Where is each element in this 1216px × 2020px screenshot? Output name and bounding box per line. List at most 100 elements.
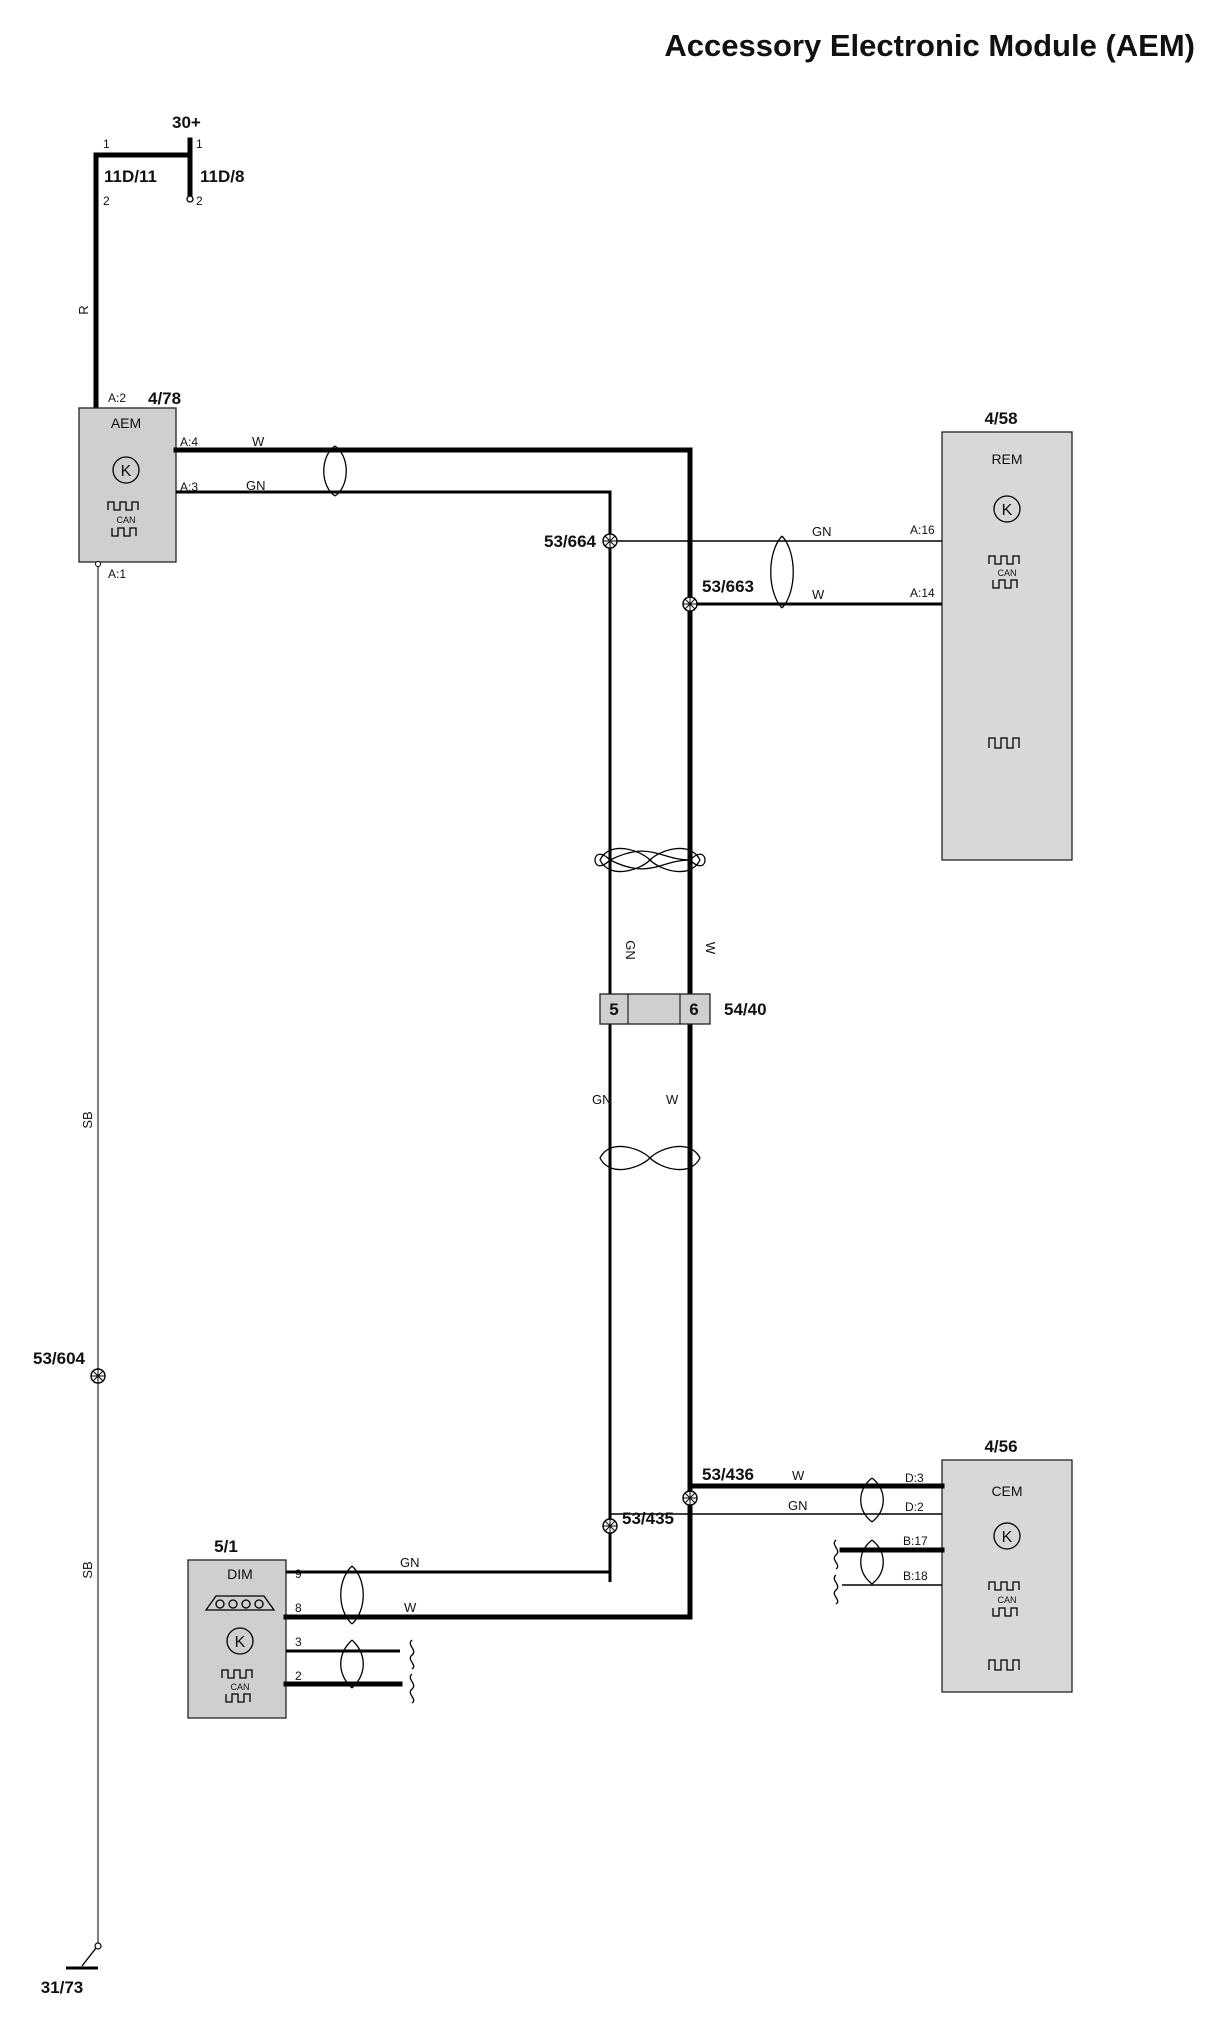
svg-text:K: K — [235, 1634, 246, 1651]
cem-can-icon: CAN — [988, 1581, 1020, 1617]
wire-sb-label-lower: SB — [80, 1561, 95, 1578]
connector-ref: 54/40 — [724, 1000, 767, 1019]
twist-cem — [860, 1477, 884, 1523]
dim-display-icon — [204, 1595, 276, 1611]
svg-text:K: K — [1002, 1529, 1013, 1546]
cem-pin-b17: B:17 — [903, 1534, 928, 1548]
cem-pin-d3: D:3 — [905, 1471, 924, 1485]
connector-pin-5: 5 — [609, 1000, 618, 1019]
dim-k-icon: K — [226, 1627, 254, 1655]
fuse-11d8-pin-bottom: 2 — [196, 194, 203, 208]
splice-53-436 — [682, 1490, 698, 1506]
wire-gn-label-rem: GN — [812, 524, 832, 539]
rem-can-icon: CAN — [988, 555, 1020, 589]
dim-can-icon: CAN — [221, 1669, 253, 1703]
wire-break-b17 — [833, 1539, 839, 1570]
splice-53-663 — [682, 596, 698, 612]
fuse-11d8-pin-top: 1 — [196, 137, 203, 151]
aem-ref: 4/78 — [148, 389, 181, 408]
wire-gn-label-aem: GN — [246, 478, 266, 493]
wire-gn-label-dim: GN — [400, 1555, 420, 1570]
wire-w-label-vert-lower: W — [666, 1092, 679, 1107]
dim-pin-9: 9 — [295, 1567, 302, 1581]
aem-a1-terminal — [95, 561, 101, 567]
splice-53-663-label: 53/663 — [702, 577, 754, 596]
twist-upper-pair — [594, 847, 706, 873]
wire-break-pin2 — [409, 1673, 415, 1704]
wire-r-label: R — [76, 305, 91, 314]
rem-pulse-icon — [988, 737, 1020, 749]
aem-pin-a2: A:2 — [108, 391, 126, 405]
splice-53-664 — [602, 533, 618, 549]
rem-pin-a14: A:14 — [910, 586, 935, 600]
wire-w-label-dim: W — [404, 1600, 417, 1615]
twist-rem — [770, 535, 794, 609]
rem-name: REM — [991, 451, 1022, 467]
wire-w-label-rem: W — [812, 587, 825, 602]
twist-dim-lower — [340, 1639, 364, 1689]
connector-pin-6: 6 — [689, 1000, 698, 1019]
cem-k-icon: K — [993, 1522, 1021, 1550]
cem-module — [941, 1459, 1073, 1693]
cem-pin-b18: B:18 — [903, 1569, 928, 1583]
aem-module — [78, 407, 177, 563]
wire-gn-label-vert-upper: GN — [623, 940, 638, 960]
splice-53-435 — [602, 1518, 618, 1534]
fuse-11d11-pin-bottom: 2 — [103, 194, 110, 208]
svg-text:CAN: CAN — [997, 1595, 1016, 1605]
diagram-title: Accessory Electronic Module (AEM) — [664, 28, 1195, 63]
svg-text:CAN: CAN — [116, 515, 135, 525]
splice-53-435-label: 53/435 — [622, 1509, 674, 1528]
wire-w-aem-trunk — [173, 447, 693, 1501]
wire-w-trunk-to-dim — [283, 1495, 693, 1620]
rem-module — [941, 431, 1073, 861]
svg-text:K: K — [121, 463, 132, 480]
svg-text:CAN: CAN — [997, 568, 1016, 578]
rem-ref: 4/58 — [984, 409, 1017, 428]
dim-name: DIM — [227, 1566, 253, 1582]
wire-w-label-aem: W — [252, 434, 265, 449]
wire-sb-label-upper: SB — [80, 1111, 95, 1128]
wire-w-label-cem: W — [792, 1468, 805, 1483]
wire-gn-label-vert-lower: GN — [592, 1092, 612, 1107]
splice-53-436-label: 53/436 — [702, 1465, 754, 1484]
fuse-11d8-label: 11D/8 — [200, 167, 244, 186]
aem-pin-a1: A:1 — [108, 567, 126, 581]
fuse-11d8-terminal — [186, 195, 194, 203]
ground-icon — [66, 1942, 102, 1970]
connector-54-40 — [599, 993, 711, 1025]
svg-text:K: K — [1002, 502, 1013, 519]
aem-k-icon: K — [112, 456, 140, 484]
twist-aem — [323, 445, 347, 497]
wire-gn-aem-trunk — [176, 490, 612, 1582]
dim-pin-8: 8 — [295, 1601, 302, 1615]
svg-text:CAN: CAN — [230, 1682, 249, 1692]
aem-can-icon: CAN — [107, 501, 139, 537]
rem-pin-a16: A:16 — [910, 523, 935, 537]
cem-pin-d2: D:2 — [905, 1500, 924, 1514]
ground-label: 31/73 — [41, 1978, 84, 1997]
fuse-11d11-label: 11D/11 — [104, 167, 157, 186]
dim-pin-3: 3 — [295, 1635, 302, 1649]
aem-name: AEM — [111, 415, 141, 431]
wire-w-label-vert-upper: W — [703, 942, 718, 955]
twist-cem-b — [860, 1539, 884, 1585]
cem-ref: 4/56 — [984, 1437, 1017, 1456]
wire-gn-label-cem: GN — [788, 1498, 808, 1513]
twist-dim-can — [340, 1565, 364, 1625]
dim-ref: 5/1 — [214, 1537, 238, 1556]
supply-label: 30+ — [172, 113, 201, 132]
aem-pin-a4: A:4 — [180, 435, 198, 449]
cem-name: CEM — [991, 1483, 1022, 1499]
dim-pin-2: 2 — [295, 1669, 302, 1683]
wire-break-b18 — [833, 1574, 839, 1605]
splice-53-604 — [90, 1368, 106, 1384]
splice-53-604-label: 53/604 — [33, 1349, 86, 1368]
wire-break-pin3 — [409, 1639, 415, 1670]
fuse-11d11-pin-top: 1 — [103, 137, 110, 151]
twist-lower-pair — [599, 1145, 701, 1171]
rem-k-icon: K — [993, 495, 1021, 523]
cem-pulse-icon — [988, 1659, 1020, 1671]
dim-module — [187, 1559, 287, 1719]
